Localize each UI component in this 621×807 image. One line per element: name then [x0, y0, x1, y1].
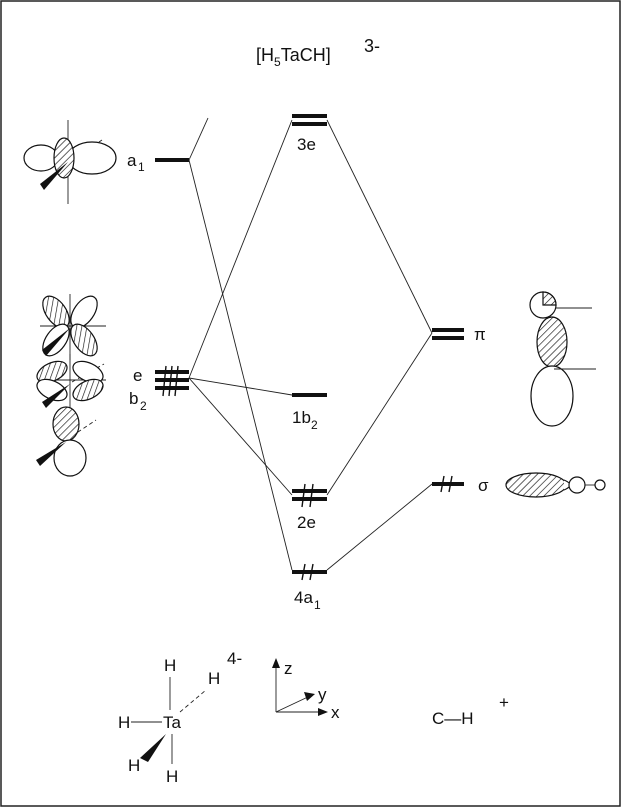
svg-text:a: a	[127, 151, 137, 170]
svg-text:x: x	[331, 703, 340, 722]
level-pi: π	[432, 325, 486, 344]
svg-text:z: z	[284, 659, 293, 678]
ch-fragment: C—H +	[432, 693, 509, 728]
level-e-b2: e b 2	[129, 365, 189, 413]
svg-text:1b: 1b	[292, 408, 311, 427]
svg-text:3e: 3e	[297, 135, 316, 154]
svg-text:2e: 2e	[297, 513, 316, 532]
svg-text:1: 1	[314, 598, 321, 612]
pi-orbital-icon	[529, 291, 596, 427]
svg-text:H: H	[208, 669, 220, 688]
svg-text:σ: σ	[478, 476, 489, 495]
svg-text:+: +	[499, 693, 509, 712]
svg-text:3-: 3-	[364, 36, 380, 56]
svg-text:b: b	[129, 389, 138, 408]
svg-text:H: H	[128, 756, 140, 775]
svg-text:H: H	[164, 656, 176, 675]
h5ta-molecule: H H H Ta H H 4-	[118, 649, 242, 786]
svg-text:2: 2	[140, 399, 147, 413]
level-3e: 3e	[292, 114, 327, 154]
svg-text:4-: 4-	[227, 649, 242, 668]
svg-text:H: H	[118, 713, 130, 732]
diagram-title: [H5TaCH] 3-	[256, 36, 380, 69]
level-4a1: 4a 1	[292, 563, 327, 612]
svg-text:e: e	[133, 366, 142, 385]
level-sigma: σ	[432, 475, 489, 495]
svg-text:2: 2	[311, 418, 318, 432]
a1-orbital-icon	[23, 120, 117, 204]
level-a1: a 1	[127, 151, 189, 174]
level-2e: 2e	[292, 483, 327, 532]
axis-glyph: z y x	[272, 658, 340, 722]
svg-text:4a: 4a	[294, 588, 313, 607]
svg-text:y: y	[318, 685, 327, 704]
svg-text:H: H	[166, 767, 178, 786]
svg-text:C—H: C—H	[432, 709, 474, 728]
sigma-orbital-icon	[505, 472, 606, 498]
level-1b2: 1b 2	[292, 393, 327, 432]
b2-orbital-icon	[36, 406, 97, 477]
e-orbital-icon-1	[40, 294, 106, 360]
svg-text:Ta: Ta	[163, 713, 182, 732]
svg-text:[H5TaCH]: [H5TaCH]	[256, 45, 331, 69]
svg-text:π: π	[474, 325, 486, 344]
correlation-lines	[188, 117, 433, 571]
svg-text:1: 1	[138, 160, 145, 174]
e-orbital-icon-2	[36, 354, 106, 408]
